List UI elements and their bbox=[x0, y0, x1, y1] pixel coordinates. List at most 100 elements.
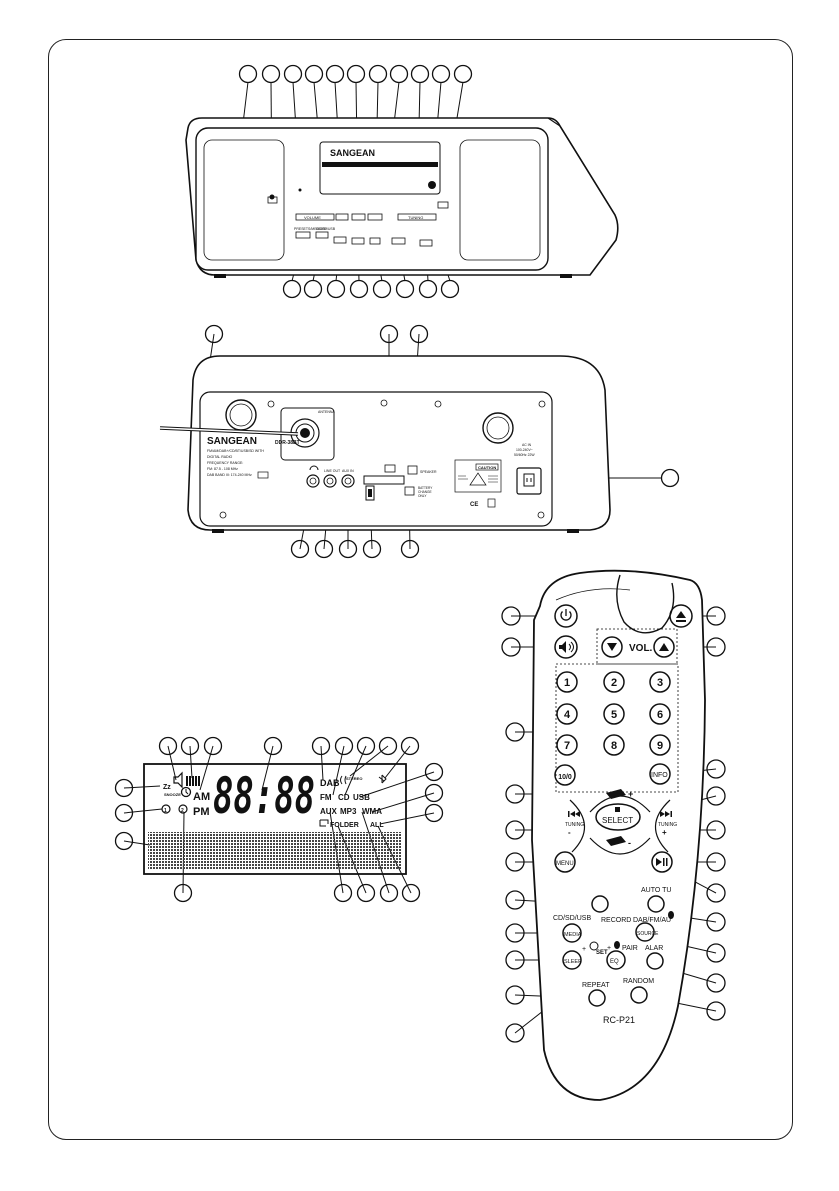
svg-text:BATTERY: BATTERY bbox=[418, 486, 433, 490]
remote-number-button[interactable] bbox=[649, 671, 671, 693]
remote-auto-tune-button[interactable] bbox=[647, 895, 665, 913]
preset-down-icon: - bbox=[606, 836, 631, 848]
remote-eq-button[interactable] bbox=[606, 950, 626, 970]
remote-number-label: 3 bbox=[657, 677, 663, 689]
repeat-label: REPEAT bbox=[582, 982, 610, 989]
remote-number-button[interactable] bbox=[603, 671, 625, 693]
snooze-label: SNOOZE bbox=[164, 792, 181, 797]
remote-vol-down-button[interactable] bbox=[601, 636, 623, 658]
remote-number-button[interactable] bbox=[603, 734, 625, 756]
bluetooth-icon bbox=[614, 941, 620, 949]
remote-power-button[interactable] bbox=[554, 604, 578, 628]
remote-media-button[interactable] bbox=[562, 923, 582, 943]
remote-source-button[interactable] bbox=[635, 922, 655, 942]
battery-note: BATTERY CHANGE ONLY bbox=[418, 486, 433, 498]
front-source-button[interactable] bbox=[333, 236, 347, 244]
front-select-button[interactable] bbox=[369, 237, 381, 245]
line-out-jack[interactable] bbox=[323, 474, 337, 488]
preset-up-icon: + bbox=[606, 789, 633, 799]
lcd-leader bbox=[167, 745, 177, 781]
bluetooth-icon bbox=[378, 774, 387, 784]
remote-number-label: 7 bbox=[564, 740, 570, 752]
remote-number-button[interactable] bbox=[649, 703, 671, 725]
svg-text:100-240V~: 100-240V~ bbox=[516, 448, 533, 452]
remote-mute-button[interactable] bbox=[554, 635, 578, 659]
battery-compartment bbox=[404, 486, 415, 496]
aux-in-jack[interactable] bbox=[341, 474, 355, 488]
lcd-leader bbox=[379, 812, 435, 825]
remote-play-pause-button[interactable] bbox=[651, 851, 673, 873]
front-eject-button[interactable] bbox=[437, 201, 449, 209]
lcd-leader bbox=[344, 745, 367, 796]
remote-repeat-button[interactable] bbox=[588, 989, 606, 1007]
front-view: SANGEAN VOLUME TUNING PRESETS/MEMORY CD/… bbox=[185, 64, 619, 299]
front-callout bbox=[304, 64, 324, 84]
sd-card-slot[interactable] bbox=[363, 475, 405, 485]
remote-sleep-button[interactable] bbox=[562, 950, 582, 970]
aux-in-label: AUX IN bbox=[342, 469, 354, 473]
front-volume-button[interactable] bbox=[295, 213, 335, 221]
remote-number-label: 6 bbox=[657, 709, 663, 721]
front-tuning-label: TUNING bbox=[408, 215, 423, 220]
lcd-dot-matrix bbox=[148, 832, 402, 870]
front-callout bbox=[410, 64, 430, 84]
sleep-timer-icon bbox=[180, 786, 192, 798]
front-play-button[interactable] bbox=[335, 213, 349, 221]
front-power-button[interactable] bbox=[267, 196, 278, 204]
front-callout bbox=[283, 64, 303, 84]
eject-icon bbox=[676, 611, 686, 622]
front-tuning-button[interactable] bbox=[397, 213, 437, 221]
vol-up-icon bbox=[659, 643, 669, 651]
remote-eject-button[interactable] bbox=[669, 604, 693, 628]
front-callouts-bottom bbox=[282, 279, 460, 299]
set-plus-sign: + bbox=[582, 946, 586, 953]
certification-marks: CE bbox=[470, 502, 478, 508]
front-repeat-button[interactable] bbox=[351, 213, 366, 221]
remote-number-button[interactable] bbox=[649, 734, 671, 756]
front-alarm-button[interactable] bbox=[419, 239, 433, 247]
front-info-button[interactable] bbox=[351, 237, 365, 245]
front-menu-button[interactable] bbox=[391, 237, 406, 245]
remote-random-button[interactable] bbox=[630, 986, 648, 1004]
front-callout bbox=[395, 279, 415, 299]
numpad-group-outline bbox=[555, 663, 679, 793]
info-label: INFO bbox=[651, 772, 668, 779]
front-callout bbox=[368, 64, 388, 84]
page-frame bbox=[48, 39, 793, 1140]
remote-select-button[interactable] bbox=[595, 803, 641, 831]
usb-port[interactable] bbox=[365, 485, 375, 501]
remote-number-button[interactable] bbox=[556, 703, 578, 725]
lcd-leader bbox=[123, 785, 161, 789]
set-label: SET bbox=[596, 950, 608, 956]
front-media-button[interactable] bbox=[315, 231, 329, 239]
remote-number-button[interactable] bbox=[556, 671, 578, 693]
vol-down-icon bbox=[607, 643, 617, 651]
random-label: RANDOM bbox=[623, 978, 654, 985]
ac-power-socket[interactable] bbox=[516, 467, 542, 495]
front-callout bbox=[325, 64, 345, 84]
front-stop-button[interactable] bbox=[367, 213, 383, 221]
front-callout bbox=[431, 64, 451, 84]
svg-text:50/60Hz 22W: 50/60Hz 22W bbox=[514, 453, 535, 457]
remote-info-button[interactable] bbox=[649, 763, 671, 785]
remote-number-label: 5 bbox=[611, 709, 617, 721]
svg-text:FM: 87.5 - 108 MHz: FM: 87.5 - 108 MHz bbox=[207, 467, 238, 471]
remote-alarm-button[interactable] bbox=[646, 952, 664, 970]
lcd-leader bbox=[384, 745, 411, 779]
remote-number-button[interactable] bbox=[556, 734, 578, 756]
lcd-leader bbox=[123, 808, 163, 814]
remote-number-button[interactable] bbox=[554, 764, 576, 786]
tuning-minus-label: TUNING bbox=[565, 822, 584, 828]
remote-vol-up-button[interactable] bbox=[653, 636, 675, 658]
front-callout bbox=[440, 279, 460, 299]
front-callout bbox=[282, 279, 302, 299]
remote-record-button[interactable] bbox=[591, 895, 609, 913]
lcd-leader bbox=[320, 745, 324, 781]
front-presets-button[interactable] bbox=[295, 231, 311, 239]
headphone-jack[interactable] bbox=[306, 474, 320, 488]
remote-number-button[interactable] bbox=[603, 703, 625, 725]
front-callout bbox=[418, 279, 438, 299]
cd-slot bbox=[322, 162, 438, 167]
remote-menu-button[interactable] bbox=[554, 851, 576, 873]
